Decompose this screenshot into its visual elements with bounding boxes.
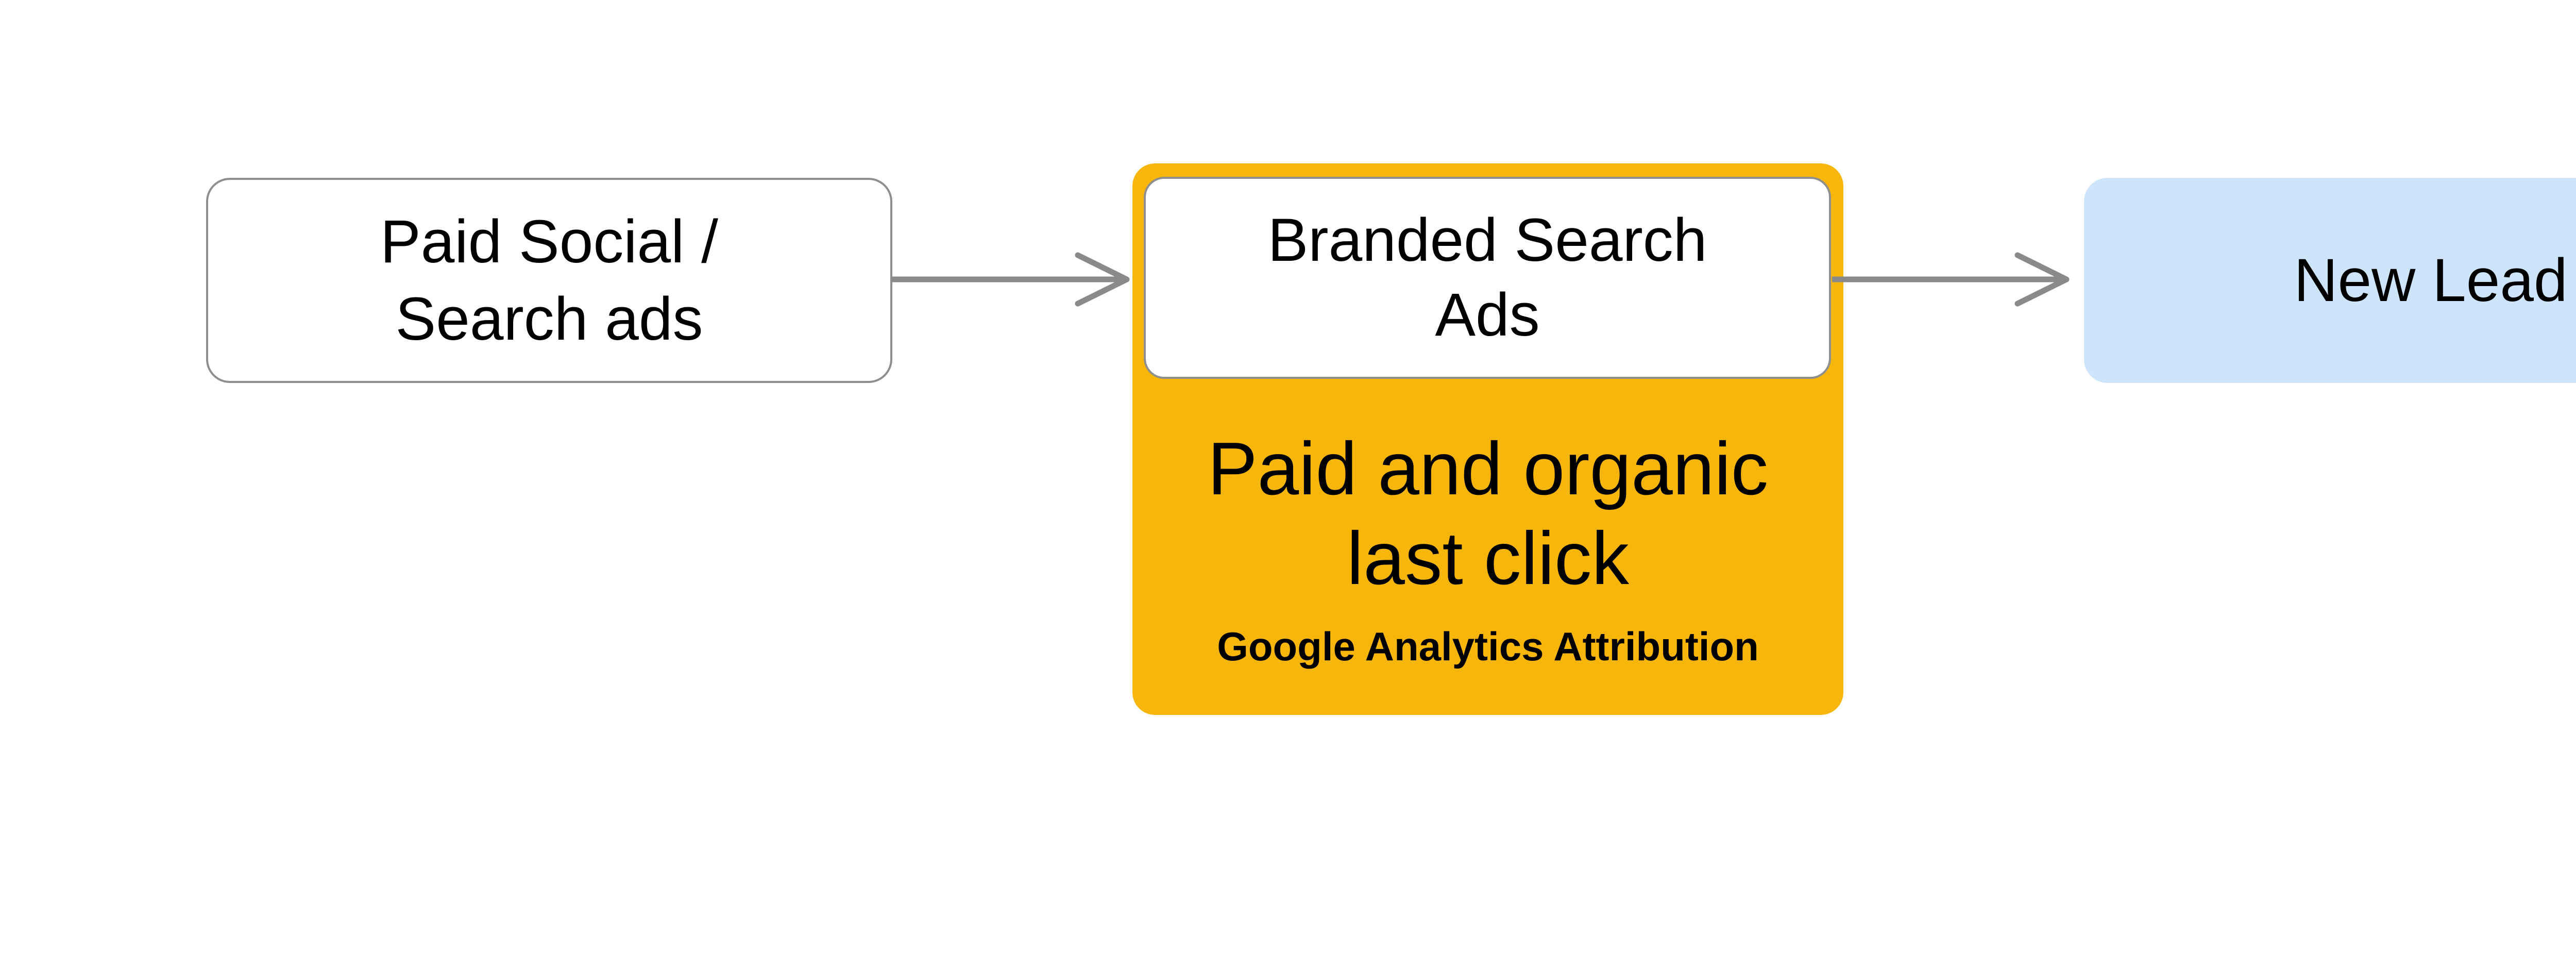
node-branded-search-highlight-group[interactable]: Branded Search Ads Paid and organic last… <box>1132 163 1843 715</box>
connector-arrow-branded-to-new-lead[interactable] <box>1832 236 2077 323</box>
annotation-line1: Paid and organic <box>1207 427 1769 510</box>
node-paid-social-label-line2: Search ads <box>395 285 703 353</box>
node-branded-label-line1: Branded Search <box>1267 206 1707 274</box>
annotation-line2: last click <box>1347 516 1629 600</box>
arrow-head-icon <box>1075 252 1130 307</box>
arrow-head-icon <box>2014 252 2070 307</box>
node-branded-search-ads-card[interactable]: Branded Search Ads <box>1144 177 1831 379</box>
node-paid-social-search-ads[interactable]: Paid Social / Search ads <box>206 178 892 383</box>
node-new-lead[interactable]: New Lead <box>2084 178 2576 383</box>
connector-arrow-paid-social-to-branded[interactable] <box>892 236 1137 323</box>
node-branded-label-line2: Ads <box>1435 281 1540 349</box>
node-new-lead-label: New Lead <box>2294 246 2568 314</box>
branded-group-annotation: Paid and organic last click <box>1132 424 1843 603</box>
node-paid-social-label-line1: Paid Social / <box>380 208 718 276</box>
branded-group-footnote: Google Analytics Attribution <box>1217 624 1759 669</box>
